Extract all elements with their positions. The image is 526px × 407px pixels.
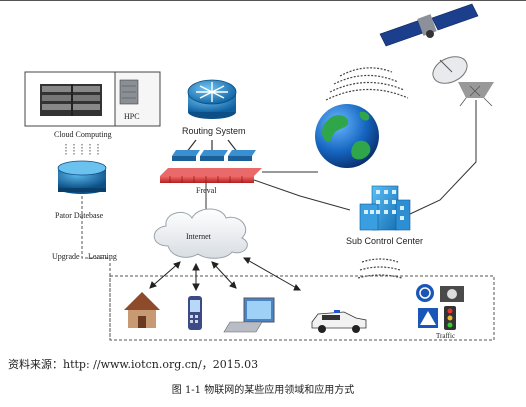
top-rule xyxy=(0,0,526,1)
hpc-label: HPC xyxy=(124,112,140,121)
pator-datebase-label: Pator Datebase xyxy=(55,211,104,220)
traffic-camera-icon xyxy=(440,286,464,302)
internet-device-arrows xyxy=(149,257,302,292)
freval-label: Freval xyxy=(196,186,217,195)
pedestrian-sign-icon xyxy=(418,308,438,328)
firewall-icon xyxy=(160,168,262,183)
routing-system-label: Routing System xyxy=(182,126,246,136)
hpc-server-icon xyxy=(119,79,139,105)
server-rack-icon xyxy=(40,84,102,116)
traffic-label: Traffic xyxy=(436,332,456,340)
roundabout-sign-icon xyxy=(416,284,434,302)
device-region-boundary xyxy=(81,196,495,341)
internet-label: Internet xyxy=(186,232,211,241)
upgrade-label: Upgrade xyxy=(52,252,80,261)
signal-waves xyxy=(325,67,409,279)
satellite-dish-icon xyxy=(432,56,494,107)
source-note: 资料来源：http: //www.iotcn.org.cn/，2015.03 xyxy=(8,358,259,371)
satellite-icon xyxy=(379,3,479,47)
car-icon xyxy=(311,310,367,333)
iot-diagram xyxy=(24,3,495,341)
traffic-light-icon xyxy=(444,306,456,330)
switch-icon-2 xyxy=(200,150,228,161)
switch-icon-1 xyxy=(172,150,200,161)
cloud-db-arrows xyxy=(65,144,99,156)
router-icon xyxy=(187,79,237,119)
internet-cloud-icon xyxy=(153,208,248,259)
globe-icon xyxy=(315,104,379,168)
building-icon xyxy=(359,185,411,231)
sub-control-center-label: Sub Control Center xyxy=(346,236,424,246)
computer-icon xyxy=(223,297,275,333)
database-icon xyxy=(57,160,107,194)
cloud-computing-label: Cloud Computing xyxy=(54,130,112,139)
house-icon xyxy=(124,292,160,328)
mobile-phone-icon xyxy=(188,296,202,330)
learning-label: Learning xyxy=(88,252,117,261)
network-links xyxy=(205,100,477,215)
switch-icon-3 xyxy=(228,150,256,161)
figure-caption: 图 1-1 物联网的某些应用领域和应用方式 xyxy=(171,385,355,396)
